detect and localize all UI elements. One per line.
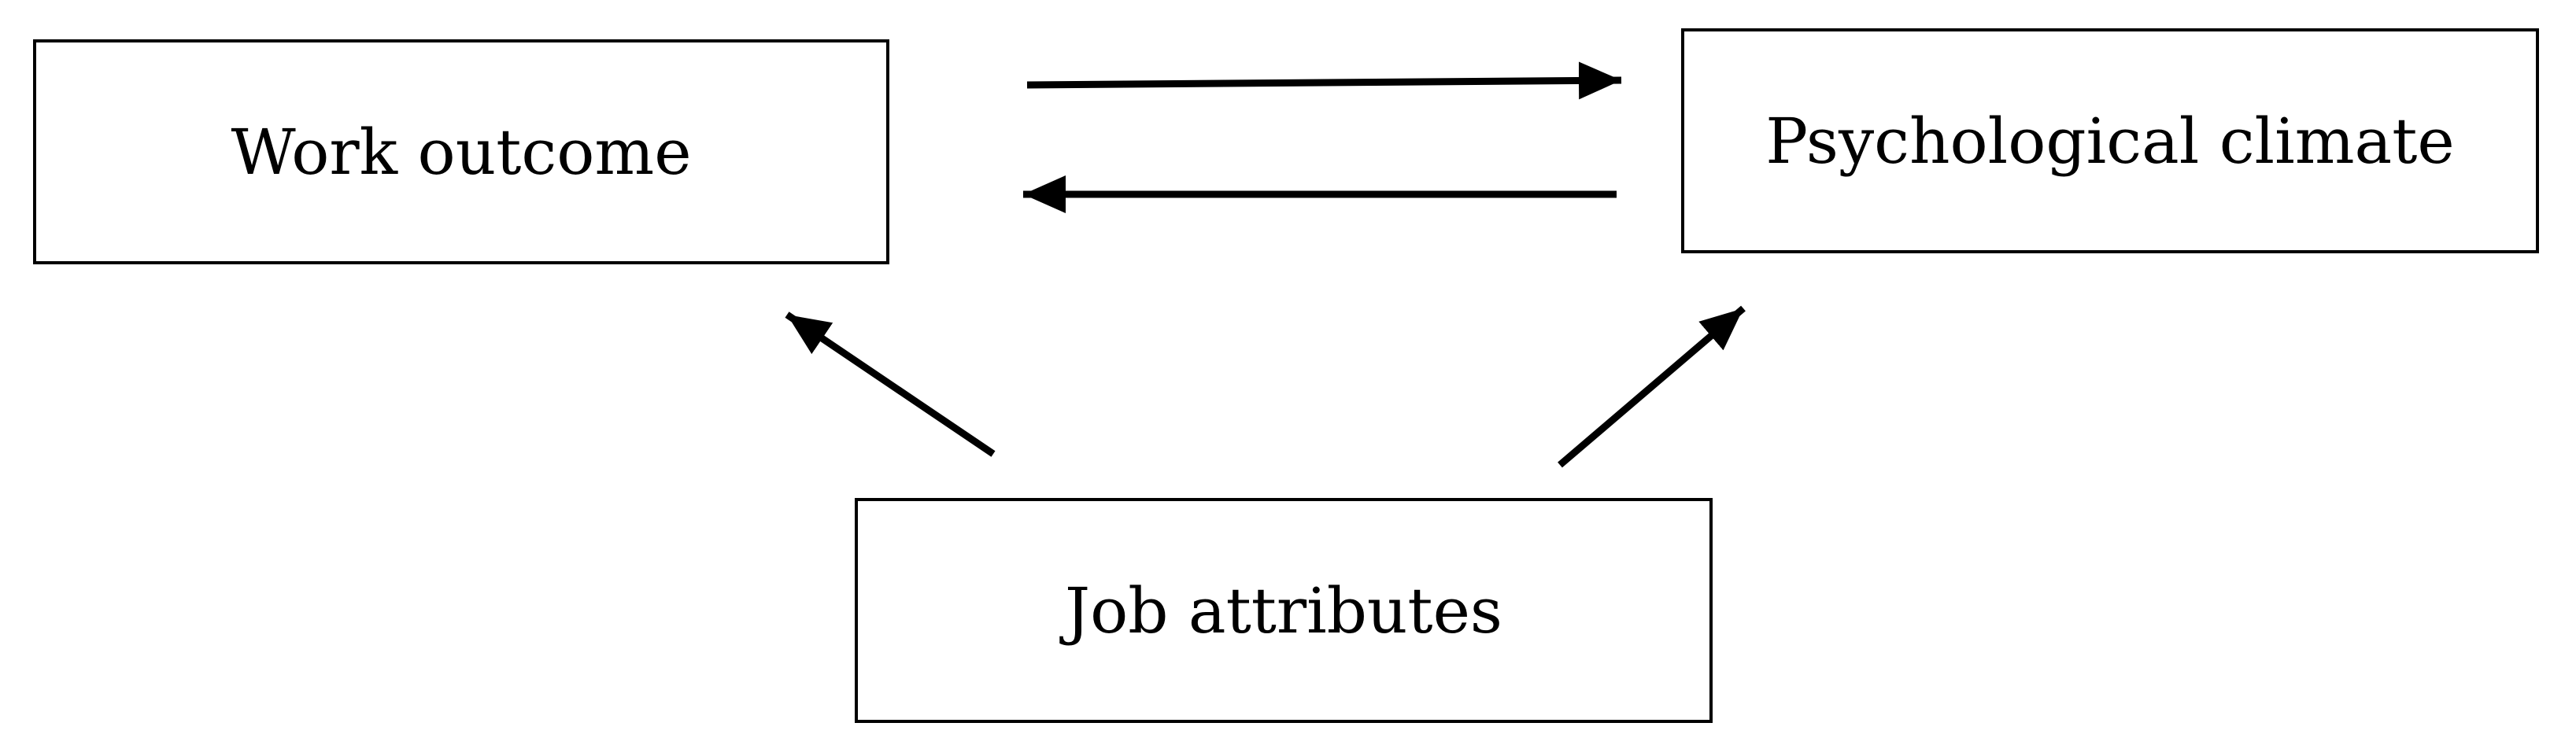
node-label-work-outcome: Work outcome [231, 115, 692, 189]
node-work-outcome: Work outcome [33, 39, 889, 264]
node-label-psychological-climate: Psychological climate [1765, 104, 2455, 178]
arrow-job-attributes-to-psychological-climate [1558, 305, 1746, 468]
arrow-job-attributes-to-work-outcome [785, 312, 996, 457]
node-label-job-attributes: Job attributes [1065, 573, 1502, 647]
arrow-work-outcome-to-psychological-climate [1026, 61, 1622, 100]
node-job-attributes: Job attributes [855, 498, 1713, 723]
node-psychological-climate: Psychological climate [1681, 28, 2539, 253]
